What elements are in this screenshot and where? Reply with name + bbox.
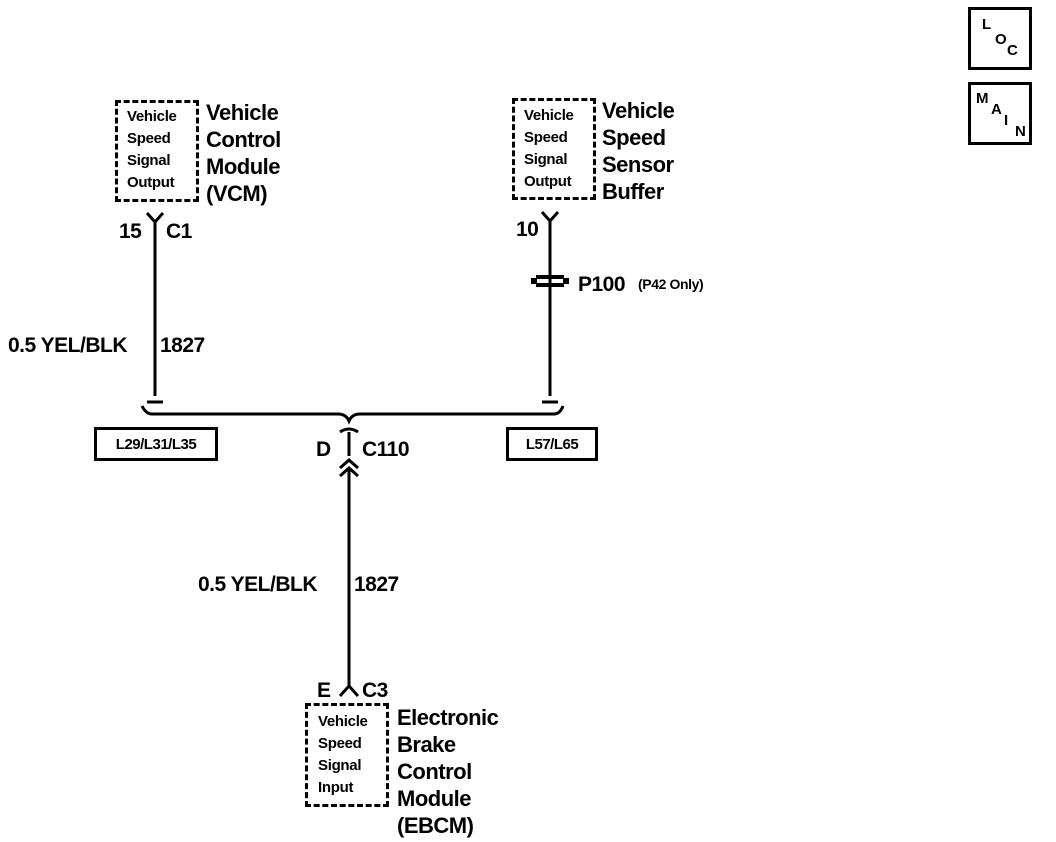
main-letter-a: A [991,101,1002,118]
vcm-name: Vehicle Control Module (VCM) [206,100,281,206]
buffer-signal-box [512,98,596,200]
loc-letter-o: O [995,31,1007,48]
lower-wire-circuit: 1827 [354,573,399,596]
buffer-signal-label: Vehicle Speed Signal Output [524,107,574,190]
main-letter-m: M [976,90,989,107]
upper-wire-circuit: 1827 [160,334,205,357]
p100-label: P100 [578,273,626,296]
ebcm-signal-label: Vehicle Speed Signal Input [318,713,368,796]
bus-line [140,405,565,425]
loc-letter-l: L [982,16,992,33]
vcm-signal-label: Vehicle Speed Signal Output [127,108,177,191]
ebcm-signal-box [305,703,389,807]
vcm-signal-box [115,100,199,202]
ebcm-connector: C3 [362,679,388,702]
buffer-name: Vehicle Speed Sensor Buffer [602,98,675,204]
upper-wire-color: 0.5 YEL/BLK [8,334,127,357]
option-l57-l65: L57/L65 [506,427,598,461]
c110-pin: D [316,438,331,461]
buffer-pin: 10 [516,218,539,241]
vcm-pin: 15 [119,220,142,243]
vcm-connector: C1 [166,220,192,243]
c110-connector [339,427,359,434]
ebcm-terminal [338,683,360,698]
ebcm-name: Electronic Brake Control Module (EBCM) [397,705,499,838]
c110-connector-label: C110 [362,438,410,461]
p100-splice-symbol [531,275,569,287]
loc-button[interactable]: L O C [968,7,1032,70]
vcm-terminal [145,212,165,225]
ebcm-pin: E [317,679,331,702]
main-letter-n: N [1015,123,1026,140]
main-button[interactable]: M A I N [968,82,1032,145]
p100-note: (P42 Only) [638,276,704,292]
buffer-terminal [540,211,560,224]
loc-letter-c: C [1007,42,1018,59]
main-letter-i: I [1004,112,1009,129]
lower-wire-color: 0.5 YEL/BLK [198,573,317,596]
option-l29-l31-l35: L29/L31/L35 [94,427,218,461]
